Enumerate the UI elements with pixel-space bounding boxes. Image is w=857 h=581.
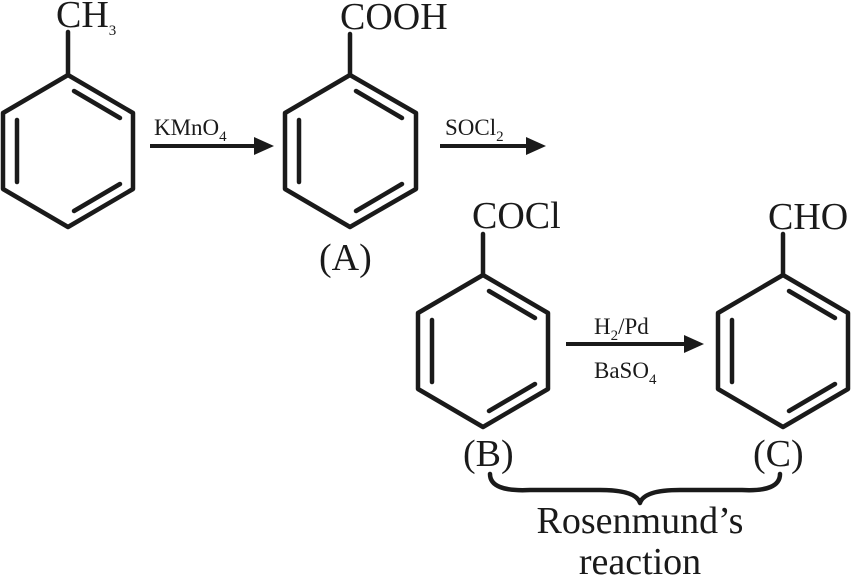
- compound-c-benzene-ring: [715, 272, 851, 430]
- rosenmund-brace: [487, 471, 783, 506]
- toluene-benzene-ring: [0, 72, 136, 230]
- toluene-molecule: CH3: [0, 0, 136, 230]
- compound-c-label: (C): [753, 433, 804, 475]
- rosenmund-annotation: Rosenmund’s reaction: [537, 500, 744, 581]
- toluene-double-bond-2: [71, 181, 123, 214]
- compound-a-double-bond-1: [353, 88, 405, 121]
- compound-b-benzene-ring: [415, 272, 551, 430]
- reagent-h2-pd: H2/Pd: [594, 314, 649, 344]
- compound-a-benzoic-acid: COOH (A): [282, 0, 448, 279]
- compound-b-benzoyl-chloride: COCl (B): [415, 195, 561, 475]
- compound-a-label: (A): [319, 237, 372, 279]
- reagent-socl2: SOCl2: [445, 115, 504, 145]
- reagent-baso4: BaSO4: [594, 358, 657, 388]
- compound-c-benzaldehyde: CHO (C): [715, 196, 851, 475]
- annotation-line-2: reaction: [579, 541, 701, 581]
- compound-c-double-bond-1: [786, 288, 838, 321]
- toluene-double-bond-1: [71, 88, 123, 121]
- annotation-line-1: Rosenmund’s: [537, 500, 744, 542]
- compound-b-label: (B): [463, 433, 514, 475]
- compound-b-group-label: COCl: [472, 195, 561, 237]
- compound-c-double-bond-2: [786, 381, 838, 414]
- compound-c-group-label: CHO: [768, 196, 848, 238]
- compound-a-benzene-ring: [282, 72, 419, 230]
- reaction-arrow-3: H2/Pd BaSO4: [566, 314, 704, 388]
- reaction-arrow-2: SOCl2: [440, 115, 546, 155]
- toluene-group-label: CH3: [56, 0, 116, 39]
- compound-a-double-bond-2: [353, 181, 405, 214]
- compound-a-group-label: COOH: [340, 0, 448, 38]
- reagent-kmno4: KMnO4: [154, 115, 227, 145]
- compound-b-double-bond-2: [486, 381, 538, 414]
- reaction-arrow-1: KMnO4: [150, 115, 274, 155]
- compound-b-double-bond-1: [486, 288, 538, 321]
